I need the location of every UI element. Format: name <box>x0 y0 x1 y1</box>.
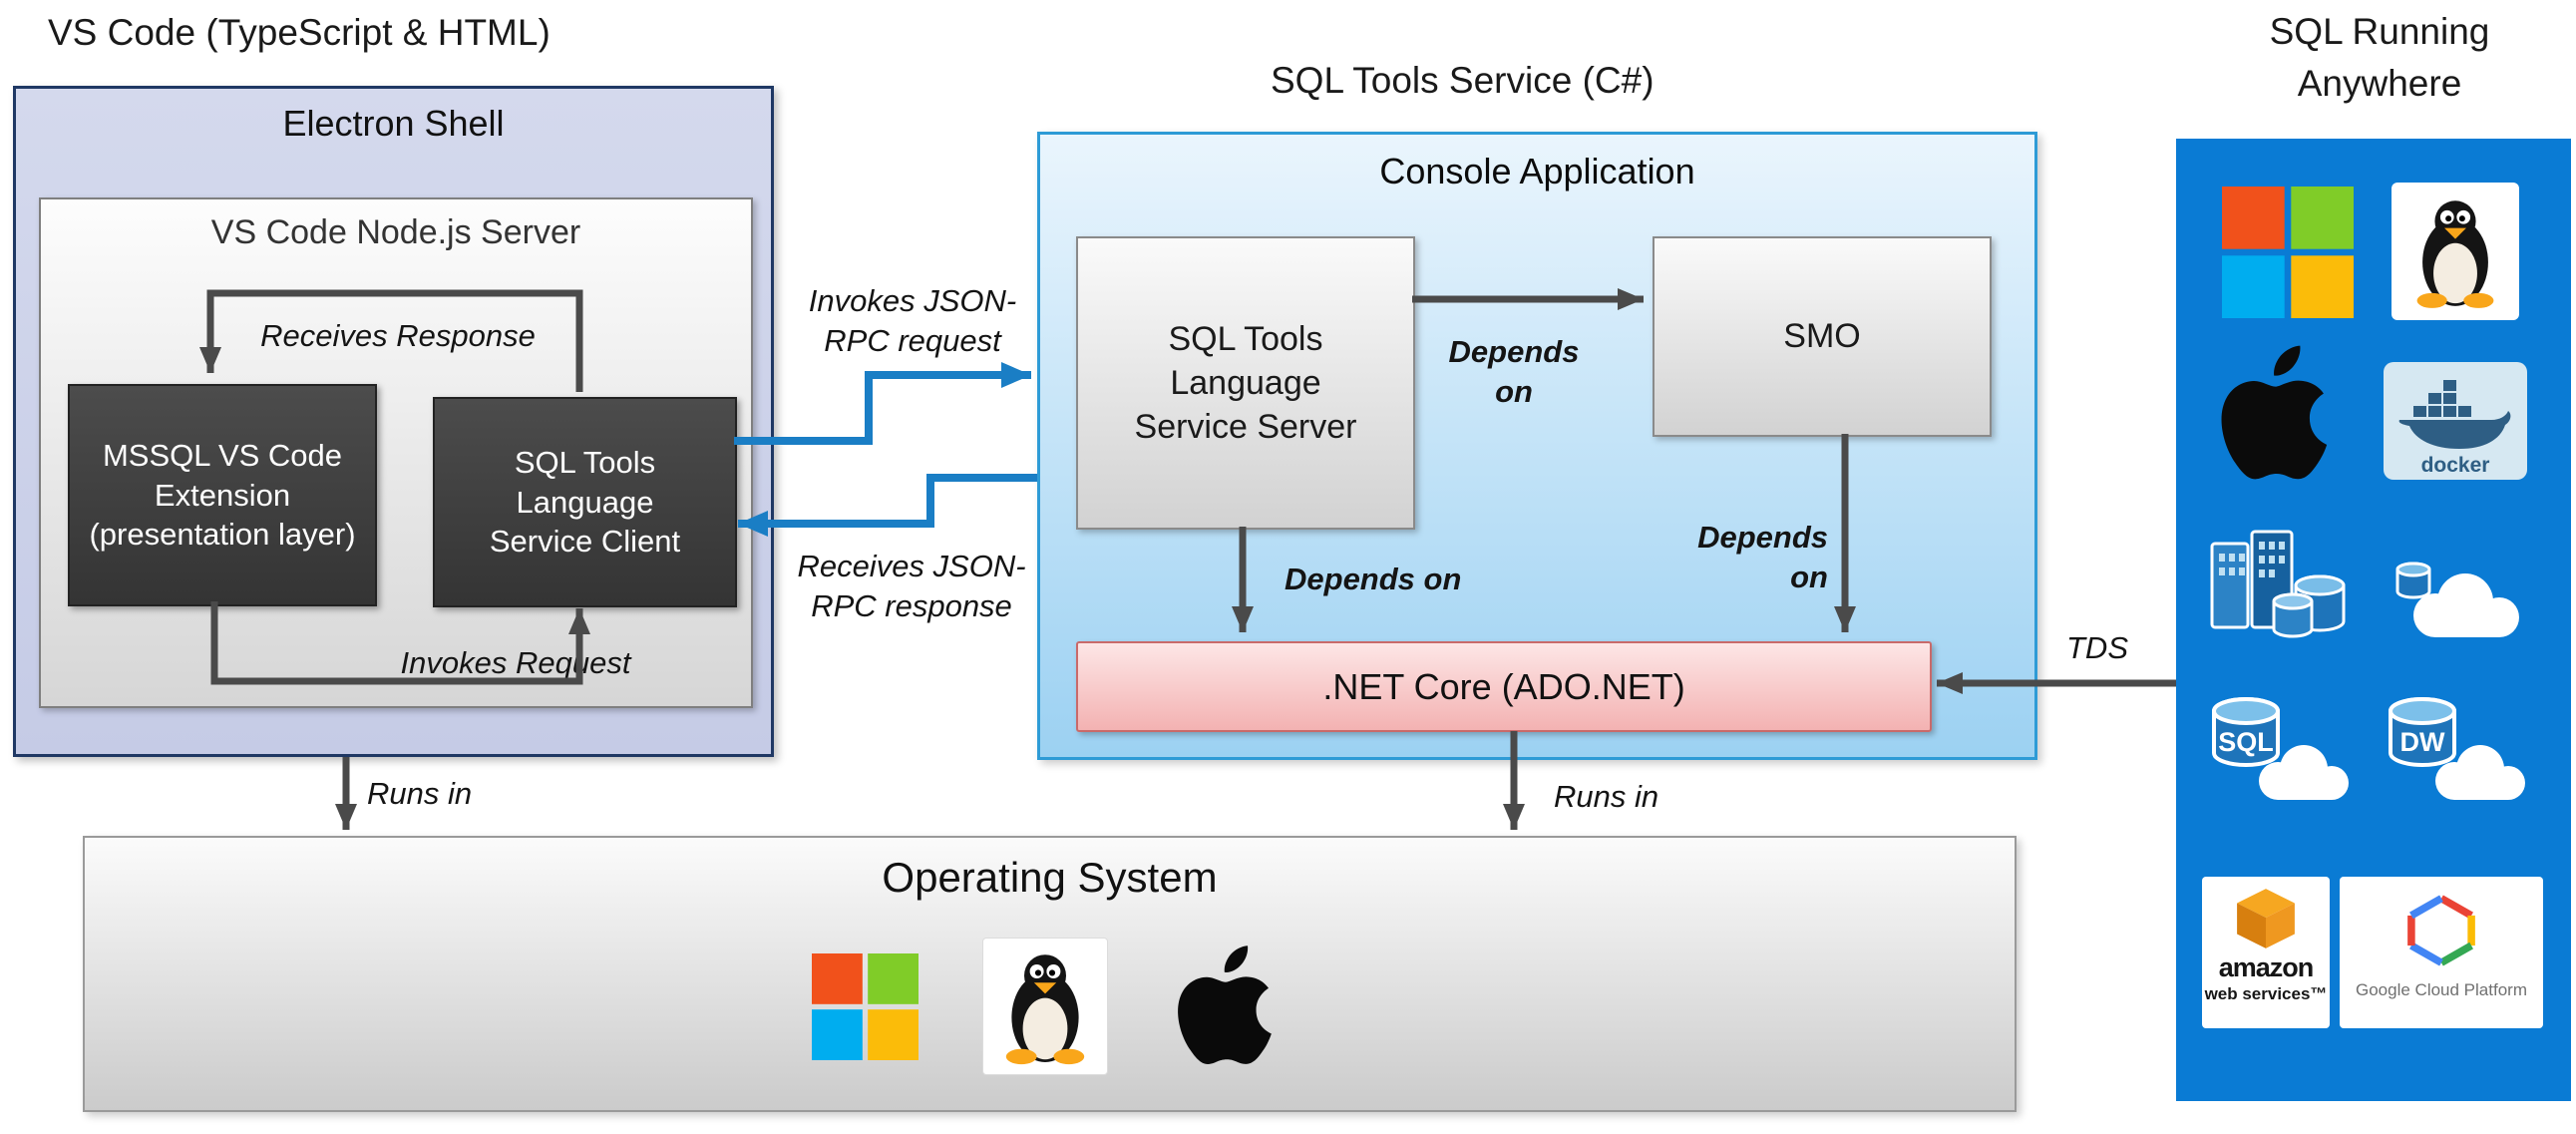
tds-label: TDS <box>2066 630 2128 665</box>
linux-tux-card <box>982 938 1108 1075</box>
service-client-box: SQL Tools Language Service Client <box>433 397 737 607</box>
dw-db-cloud-icon: DW <box>2389 697 2525 800</box>
sql-db-label: SQL <box>2218 727 2274 757</box>
mssql-extension-box: MSSQL VS Code Extension (presentation la… <box>68 384 377 606</box>
sql-anywhere-panel: docker <box>2176 139 2571 1101</box>
linux-tux-icon <box>1005 954 1085 1065</box>
aws-name-label: amazon <box>2218 952 2315 982</box>
invokes-jsonrpc-arrow <box>734 362 1031 445</box>
receives-response-label: Receives Response <box>260 318 536 353</box>
receives-jsonrpc-label: Receives JSON-RPC response <box>797 549 1026 623</box>
service-server-box: SQL Tools Language Service Server <box>1076 236 1415 530</box>
windows-icon <box>2222 187 2354 318</box>
docker-label: docker <box>2421 454 2490 477</box>
depends-on-label-smo-netcore: Depends on <box>1697 520 1828 594</box>
console-application-title: Console Application <box>1379 151 1695 191</box>
apple-icon <box>2221 345 2328 480</box>
gcp-hexagon-icon <box>2407 895 2475 966</box>
operating-system-box: Operating System <box>83 836 2017 1112</box>
windows-icon <box>812 952 919 1060</box>
runs-in-label-middle: Runs in <box>1554 779 1659 814</box>
os-logos-row <box>85 932 2015 1081</box>
docker-icon: docker <box>2398 380 2511 477</box>
sqltools-section-title: SQL Tools Service (C#) <box>1271 60 1655 101</box>
operating-system-title: Operating System <box>882 854 1218 901</box>
sql-db-cloud-icon: SQL <box>2212 697 2349 800</box>
node-server-title: VS Code Node.js Server <box>210 213 581 251</box>
netcore-box: .NET Core (ADO.NET) <box>1076 641 1932 732</box>
depends-on-label-smo: Depends on <box>1448 334 1580 409</box>
smo-box: SMO <box>1653 236 1992 437</box>
console-application-box: Console Application SQL Tools Language S… <box>1037 132 2037 760</box>
electron-shell-title: Electron Shell <box>282 103 505 144</box>
aws-icon: amazon web services™ <box>2202 877 2330 1028</box>
gcp-icon: Google Cloud Platform <box>2340 877 2543 1028</box>
aws-sub-label: web services™ <box>2204 984 2328 1003</box>
gcp-label: Google Cloud Platform <box>2356 980 2527 999</box>
receives-jsonrpc-arrow <box>738 474 1037 537</box>
runs-in-label-left: Runs in <box>367 776 473 811</box>
azure-db-cloud-icon <box>2395 562 2519 637</box>
dw-db-label: DW <box>2400 727 2445 757</box>
invokes-jsonrpc-label: Invokes JSON-RPC request <box>808 283 1017 358</box>
invokes-request-label: Invokes Request <box>400 645 631 680</box>
vscode-section-title: VS Code (TypeScript & HTML) <box>48 12 551 53</box>
docker-card: docker <box>2384 362 2527 480</box>
electron-shell-box: Electron Shell VS Code Node.js Server MS… <box>13 86 774 757</box>
depends-on-label-server: Depends on <box>1285 562 1462 596</box>
node-server-box: VS Code Node.js Server MSSQL VS Code Ext… <box>39 197 753 708</box>
linux-tux-card <box>2392 183 2519 320</box>
sql-server-icon <box>2210 530 2346 638</box>
anywhere-section-title: SQL Running Anywhere <box>2269 11 2490 104</box>
linux-tux-icon <box>2416 200 2494 308</box>
apple-icon <box>1178 945 1272 1065</box>
aws-cube-icon <box>2237 889 2295 948</box>
